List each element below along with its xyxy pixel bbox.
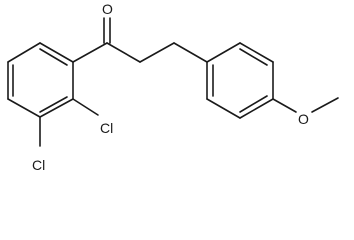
ring2-double-bond-b [239,95,268,113]
carbonyl-oxygen-atom: O [102,1,113,17]
ring2-bond-d [239,98,274,119]
ring1-bond-c6-c1 [39,42,74,63]
ring1-double-bond-a [39,96,68,113]
bond-ch2-ch2 [139,42,175,63]
bond-ring-ether-oxygen [272,98,297,113]
bond-c2-cl [72,98,99,116]
bond-oxygen-methyl [311,97,339,113]
ring2-bond-a [206,42,241,63]
ring2-bond-b [239,42,274,63]
ring1-bond-c3-c4 [7,98,41,118]
bond-ch2-ring [173,42,208,63]
ring2-bond-e [206,98,241,119]
ring1-bond-c2-c3 [39,98,74,118]
ether-oxygen-atom: O [298,111,309,127]
ring2-double-bond-a [239,48,268,66]
dichlorophenyl-ring [7,42,74,118]
bond-ring-carbonyl [72,42,108,63]
methoxyphenyl-ring [206,42,274,119]
ring1-bond-c5-c6 [7,42,41,63]
chlorine-atom-2: Cl [100,120,113,136]
chlorine-atom-3: Cl [32,157,45,173]
bond-carbonyl-ch2 [106,42,141,63]
chemical-structure: Cl Cl O O [7,1,339,173]
ring1-double-bond-c [39,48,68,66]
